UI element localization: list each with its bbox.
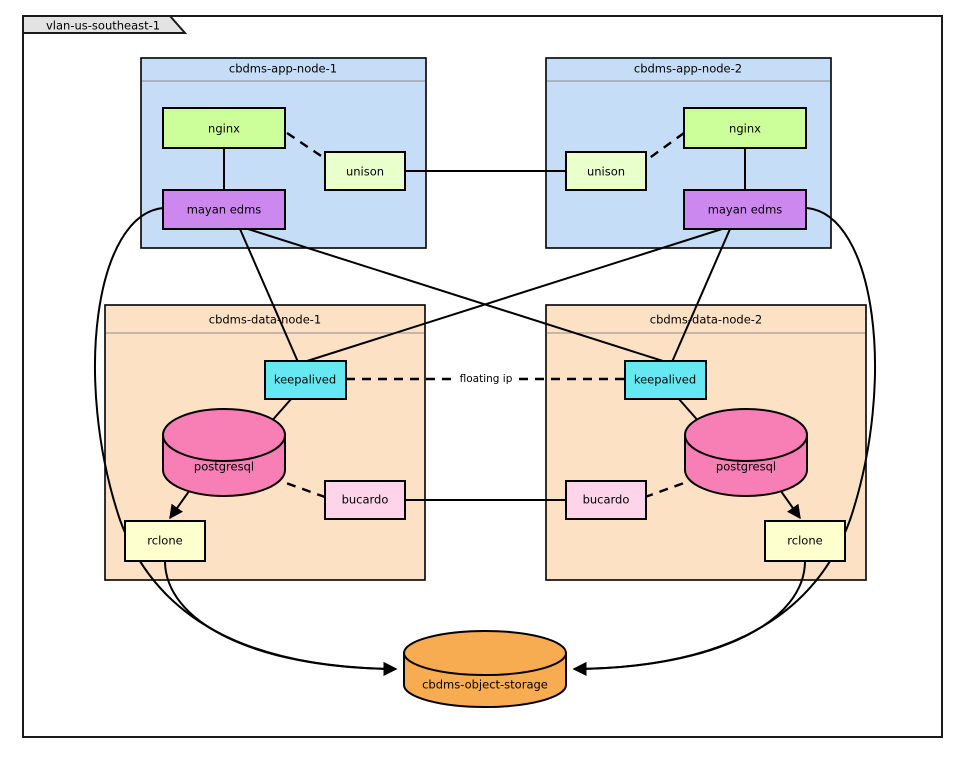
node-label-mayan-edms-1: mayan edms: [187, 203, 262, 217]
edge-nginx2-unison2: [643, 132, 685, 163]
group-title-app-node-1: cbdms-app-node-1: [229, 62, 337, 76]
node-mayan-edms-2[interactable]: mayan edms: [683, 189, 807, 230]
frame-tab-shape: [22, 15, 188, 34]
node-rclone-1[interactable]: rclone: [124, 520, 206, 562]
node-keepalived-2[interactable]: keepalived: [624, 360, 707, 400]
group-title-data-node-2: cbdms-data-node-2: [650, 313, 762, 327]
edge-nginx1-unison1: [286, 132, 331, 163]
node-keepalived-1[interactable]: keepalived: [264, 360, 347, 400]
node-label-object-storage: cbdms-object-storage: [422, 678, 548, 692]
node-label-nginx-1: nginx: [208, 122, 240, 136]
node-object-storage[interactable]: cbdms-object-storage: [403, 630, 567, 708]
node-postgresql-1[interactable]: postgresql: [162, 408, 286, 497]
edge-mayan2-keepalived2: [671, 228, 731, 363]
node-label-keepalived-2: keepalived: [634, 373, 696, 387]
node-label-postgresql-1: postgresql: [194, 460, 254, 474]
node-bucardo-1[interactable]: bucardo: [324, 480, 406, 520]
node-label-unison-2: unison: [587, 165, 625, 179]
group-title-data-node-1: cbdms-data-node-1: [209, 313, 321, 327]
node-label-keepalived-1: keepalived: [274, 373, 336, 387]
node-label-unison-1: unison: [346, 165, 384, 179]
node-label-bucardo-2: bucardo: [583, 493, 630, 507]
node-label-rclone-1: rclone: [147, 534, 182, 548]
floating-ip-label-backdrop: [452, 371, 519, 387]
edge-mayan1-keepalived1: [239, 228, 299, 363]
vlan-frame: vlan-us-southeast-1: [22, 15, 943, 738]
node-label-nginx-2: nginx: [729, 122, 761, 136]
edge-mayan1-object-storage: [94, 207, 398, 676]
edge-mayan1-keepalived2: [247, 228, 667, 363]
node-bucardo-2[interactable]: bucardo: [565, 480, 647, 520]
edge-mayan2-object-storage: [572, 207, 876, 676]
node-nginx-1[interactable]: nginx: [162, 107, 286, 149]
node-unison-1[interactable]: unison: [324, 151, 406, 191]
node-label-bucardo-1: bucardo: [342, 493, 389, 507]
node-nginx-2[interactable]: nginx: [683, 107, 807, 149]
node-label-mayan-edms-2: mayan edms: [708, 203, 783, 217]
frame-tab-label: vlan-us-southeast-1: [46, 19, 160, 33]
node-postgresql-2[interactable]: postgresql: [684, 408, 808, 497]
node-mayan-edms-1[interactable]: mayan edms: [162, 189, 286, 230]
node-unison-2[interactable]: unison: [565, 151, 647, 191]
node-label-postgresql-2: postgresql: [716, 460, 776, 474]
edge-mayan2-keepalived1: [303, 228, 723, 363]
group-title-app-node-2: cbdms-app-node-2: [634, 62, 742, 76]
edge-label-floating-ip: floating ip: [460, 373, 513, 385]
node-label-rclone-2: rclone: [787, 534, 822, 548]
node-rclone-2[interactable]: rclone: [764, 520, 846, 562]
